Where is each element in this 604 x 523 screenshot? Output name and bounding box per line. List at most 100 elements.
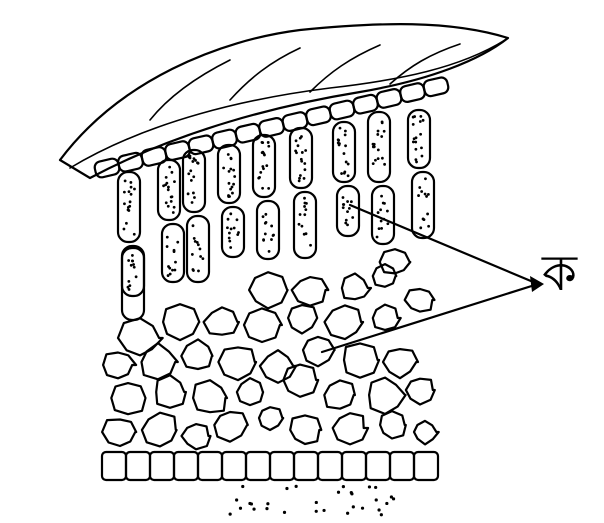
chloroplast-dot: [420, 154, 424, 158]
chloroplast-dot: [122, 227, 126, 231]
chloroplast-dot: [168, 165, 172, 169]
chloroplast-dot: [379, 219, 383, 223]
chloroplast-dot: [169, 199, 173, 203]
chloroplast-dot: [411, 140, 415, 144]
chloroplast-dot: [294, 139, 298, 143]
chloroplast-dot: [127, 279, 131, 283]
chloroplast-dot: [382, 129, 386, 133]
palisade-cell: [220, 205, 246, 259]
chloroplast-dot: [188, 154, 192, 158]
lower-epidermis-cell: [292, 450, 320, 482]
lower-epidermis-cell: [100, 450, 128, 482]
palisade-cell: [255, 199, 281, 261]
chloroplast-dot: [340, 172, 343, 175]
chloroplast-dot: [418, 120, 422, 123]
chloroplast-dot: [131, 254, 134, 257]
chloroplast-dot: [132, 265, 136, 269]
chloroplast-dot: [267, 249, 271, 253]
chloroplast-dot: [126, 208, 130, 212]
chloroplast-dot: [132, 263, 135, 266]
chloroplast-dot: [267, 144, 271, 148]
structure-label: ক: [542, 244, 577, 302]
chloroplast-dot: [166, 188, 170, 192]
spongy-cell: [155, 374, 187, 409]
chloroplast-dot: [168, 266, 172, 270]
chloroplast-dot: [195, 240, 199, 244]
chloroplast-dot: [123, 202, 126, 206]
chloroplast-dot: [376, 157, 380, 161]
chloroplast-dot: [303, 196, 306, 200]
chloroplast-dot: [194, 158, 197, 162]
chloroplast-dot: [421, 118, 425, 122]
epidermis-cell: [234, 122, 262, 144]
chloroplast-dot: [342, 152, 346, 155]
chloroplast-dot: [235, 218, 239, 222]
lower-epidermis-cell: [412, 450, 440, 482]
chloroplast-dot: [165, 235, 169, 239]
chloroplast-dot: [226, 153, 230, 156]
chloroplast-dot: [229, 246, 233, 249]
spongy-cell: [381, 348, 420, 380]
palisade-cell: [335, 184, 361, 238]
chloroplast-dot: [343, 133, 347, 137]
chloroplast-dot: [380, 156, 384, 160]
epidermis-cell: [328, 99, 356, 121]
chloroplast-dot: [422, 218, 426, 222]
lower-epidermis-cell: [220, 450, 248, 482]
stomata-dot: [265, 507, 269, 511]
chloroplast-dot: [192, 191, 195, 195]
chloroplast-dot: [232, 168, 236, 172]
chloroplast-dot: [303, 168, 307, 172]
stomata-dot: [285, 486, 289, 491]
palisade-cell: [116, 170, 142, 244]
stomata-dot: [314, 500, 318, 505]
stomata-dot: [360, 506, 365, 510]
palisade-cell: [120, 244, 146, 298]
chloroplast-dot: [199, 255, 203, 258]
chloroplast-dot: [375, 235, 379, 239]
chloroplast-dot: [127, 259, 131, 262]
stomata-dot: [385, 501, 389, 506]
chloroplast-dot: [414, 140, 418, 144]
spongy-cell: [213, 410, 249, 443]
chloroplast-dot: [164, 201, 168, 205]
palisade-cell: [292, 190, 318, 260]
chloroplast-dot: [133, 187, 136, 191]
chloroplast-dot: [266, 141, 270, 144]
palisade-cell: [216, 143, 242, 205]
chloroplast-dot: [260, 151, 264, 154]
chloroplast-dot: [299, 157, 303, 161]
chloroplast-dot: [166, 204, 170, 208]
spongy-cell: [140, 342, 179, 381]
chloroplast-dot: [346, 162, 350, 166]
spongy-layer: [101, 248, 440, 451]
chloroplast-dot: [377, 227, 381, 231]
stomata-dot: [314, 509, 318, 513]
chloroplast-dot: [300, 135, 303, 138]
stomata-dot: [389, 495, 394, 499]
spongy-cell: [116, 317, 164, 357]
chloroplast-dot: [129, 263, 133, 267]
palisade-cell: [410, 170, 436, 240]
spongy-cell: [301, 335, 336, 368]
lower-epidermis: [100, 450, 440, 517]
chloroplast-dot: [127, 190, 131, 194]
chloroplast-dot: [298, 176, 301, 180]
chloroplast-dot: [411, 123, 415, 126]
spongy-cell: [287, 304, 319, 335]
stomata-dot: [235, 498, 239, 502]
stomata-dot: [322, 508, 326, 513]
spongy-cell: [368, 376, 407, 415]
chloroplast-dot: [131, 259, 135, 263]
chloroplast-dot: [128, 204, 132, 208]
chloroplast-dot: [262, 167, 265, 171]
chloroplast-dot: [427, 224, 431, 228]
chloroplast-dot: [261, 141, 265, 144]
stomata-dot: [367, 485, 372, 489]
chloroplast-dot: [189, 179, 193, 182]
stomata-dot: [252, 507, 256, 511]
chloroplast-dot: [426, 192, 430, 196]
chloroplast-dot: [414, 158, 418, 162]
palisade-cell: [156, 158, 182, 222]
chloroplast-dot: [190, 253, 194, 256]
